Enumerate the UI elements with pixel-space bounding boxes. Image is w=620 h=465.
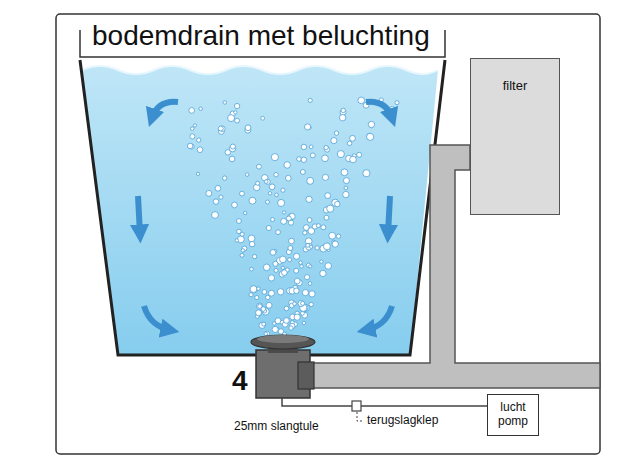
outer-frame [56, 14, 600, 454]
bottom-drain [251, 335, 315, 398]
node-label: filter [503, 79, 528, 94]
part-label: 25mm slangtule [234, 420, 319, 433]
leader-line [357, 412, 364, 421]
filter-box: filter [470, 58, 560, 215]
pond-wall [80, 60, 445, 355]
part-label: terugslagklep [367, 414, 438, 427]
callout-number: 4 [232, 366, 248, 397]
check-valve [352, 401, 361, 411]
pond-water [82, 66, 438, 355]
air-pump-box: lucht pomp [487, 394, 539, 436]
water-surface [82, 66, 438, 74]
diagram-title: bodemdrain met beluchting [92, 20, 430, 52]
node-label: lucht pomp [491, 401, 535, 429]
air-bubbles [187, 97, 399, 336]
flow-arrows [138, 102, 392, 330]
air-hose [282, 398, 487, 406]
